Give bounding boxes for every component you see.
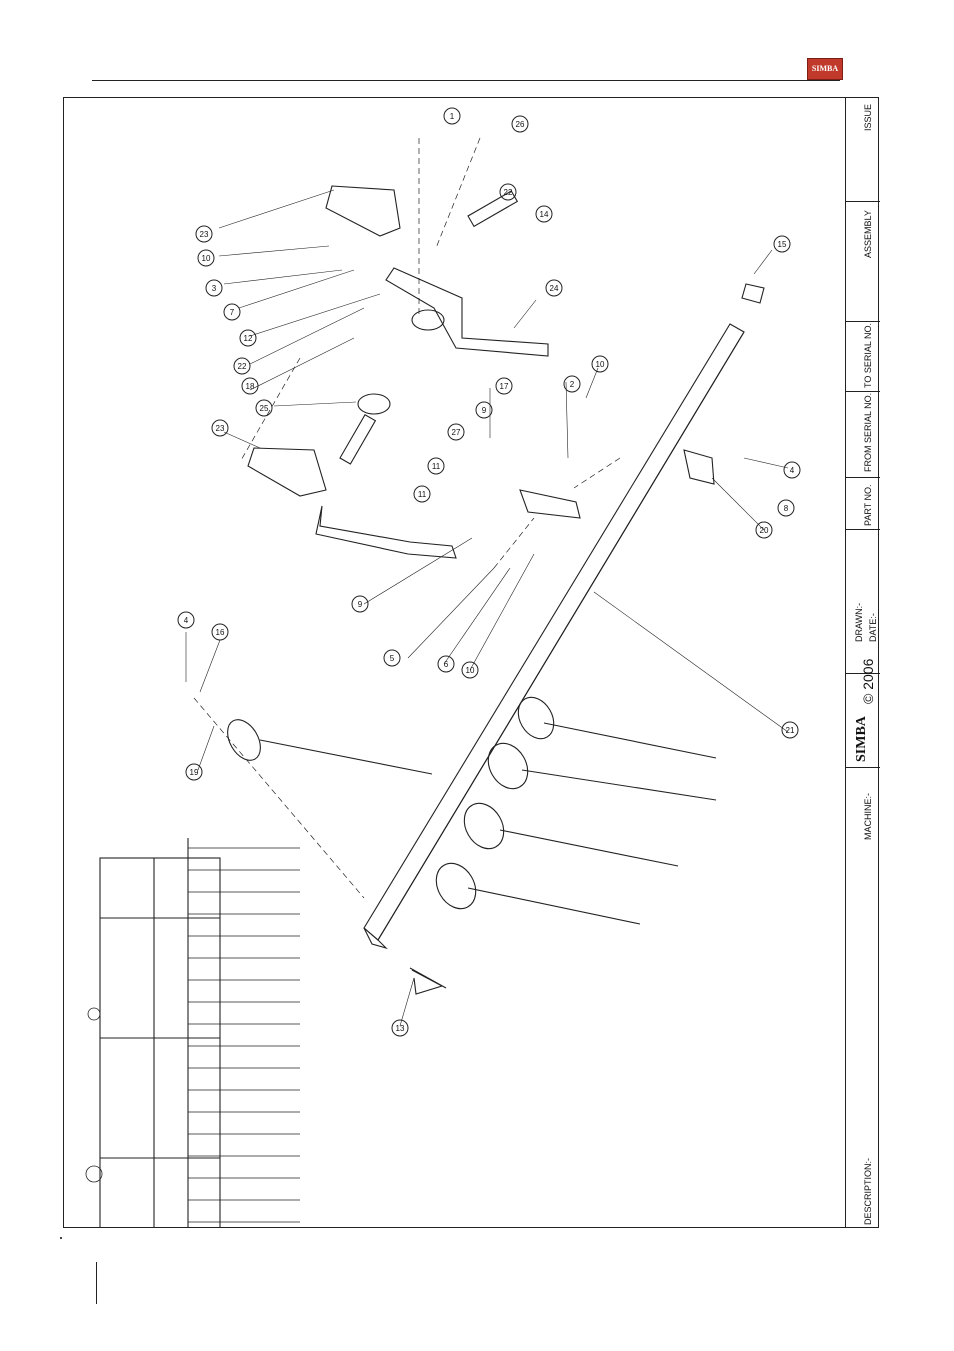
footer-rule	[96, 1262, 97, 1304]
callout-11: 11	[432, 462, 441, 471]
callout-18: 18	[246, 382, 255, 391]
callout-7: 7	[230, 308, 235, 317]
machine-label: MACHINE:-	[863, 793, 873, 840]
construction-lines	[193, 137, 621, 899]
bracket-20	[683, 449, 715, 485]
callout-23: 23	[200, 230, 209, 239]
callout-4: 4	[790, 466, 795, 475]
callout-19: 19	[190, 768, 199, 777]
description-label: DESCRIPTION:-	[863, 1157, 873, 1225]
tine-set	[227, 696, 717, 995]
callout-23b: 23	[216, 424, 225, 433]
callout-2: 2	[570, 380, 575, 389]
assembly-cell: ASSEMBLY	[846, 201, 880, 321]
date-label: DATE:-	[868, 613, 878, 642]
simba-logo: SIMBA	[807, 58, 843, 80]
description-cell: DESCRIPTION:-	[846, 1117, 880, 1228]
callout-22b: 22	[238, 362, 247, 371]
exploded-parts-diagram: 1 26 23 22 14 10 3 7 12 22 18 24 15 25 2…	[85, 107, 801, 1227]
callout-balloons: 1 26 23 22 14 10 3 7 12 22 18 24 15 25 2…	[177, 107, 801, 1037]
pin-13	[409, 967, 447, 989]
callout-6: 6	[444, 660, 449, 669]
page-mark	[60, 1237, 62, 1239]
plate-27	[519, 489, 581, 519]
callout-26: 26	[516, 120, 525, 129]
arm-24	[385, 267, 549, 357]
drawn-cell: DRAWN:- DATE:-	[846, 529, 880, 673]
overview-tines	[85, 847, 300, 1223]
assembly-overview	[99, 838, 221, 1227]
callout-8: 8	[784, 504, 789, 513]
copyright-label: © 2006	[860, 658, 876, 704]
callout-21: 21	[786, 726, 795, 735]
callout-10c: 10	[466, 666, 475, 675]
callout-16: 16	[216, 628, 225, 637]
callout-25: 25	[260, 404, 269, 413]
simba-brand-text: SIMBA	[854, 716, 869, 762]
callout-11b: 11	[418, 490, 427, 499]
callout-9: 9	[482, 406, 487, 415]
brand-cell: © 2006 SIMBA	[846, 659, 880, 767]
callout-22: 22	[504, 188, 513, 197]
part-no-cell: PART NO.	[846, 477, 880, 529]
callout-1: 1	[450, 112, 455, 121]
drawing-frame: 1 26 23 22 14 10 3 7 12 22 18 24 15 25 2…	[63, 97, 879, 1228]
callout-24: 24	[550, 284, 559, 293]
header-rule	[92, 80, 840, 81]
simba-logo-text: SIMBA	[811, 64, 839, 73]
arm-25	[315, 505, 457, 559]
drawn-label: DRAWN:-	[854, 602, 864, 642]
callout-9b: 9	[358, 600, 363, 609]
spring-lower	[339, 413, 377, 465]
machine-cell: MACHINE:-	[846, 767, 880, 1171]
callout-27: 27	[452, 428, 461, 437]
end-cap-15	[741, 283, 765, 304]
callout-5: 5	[390, 654, 395, 663]
title-block: ISSUE ASSEMBLY TO SERIAL NO. FROM SERIAL…	[845, 97, 880, 1228]
callout-14: 14	[540, 210, 549, 219]
callout-10b: 10	[596, 360, 605, 369]
to-serial-label: TO SERIAL NO.	[863, 322, 873, 388]
from-serial-cell: FROM SERIAL NO.	[846, 391, 880, 477]
part-no-label: PART NO.	[863, 484, 873, 526]
leader-lines	[185, 189, 789, 1027]
bracket-23-lower	[247, 447, 327, 497]
callout-15: 15	[778, 240, 787, 249]
callout-10: 10	[202, 254, 211, 263]
callout-13: 13	[396, 1024, 405, 1033]
issue-label: ISSUE	[863, 103, 873, 131]
callout-12: 12	[244, 334, 253, 343]
callout-4b: 4	[184, 616, 189, 625]
callout-20: 20	[760, 526, 769, 535]
to-serial-cell: TO SERIAL NO.	[846, 321, 880, 391]
bracket-23-top	[325, 185, 401, 237]
assembly-label: ASSEMBLY	[863, 210, 873, 258]
square-tube-21	[363, 323, 745, 941]
issue-cell: ISSUE	[846, 97, 880, 201]
from-serial-label: FROM SERIAL NO.	[863, 392, 873, 472]
callout-17: 17	[500, 382, 509, 391]
callout-3: 3	[212, 284, 217, 293]
